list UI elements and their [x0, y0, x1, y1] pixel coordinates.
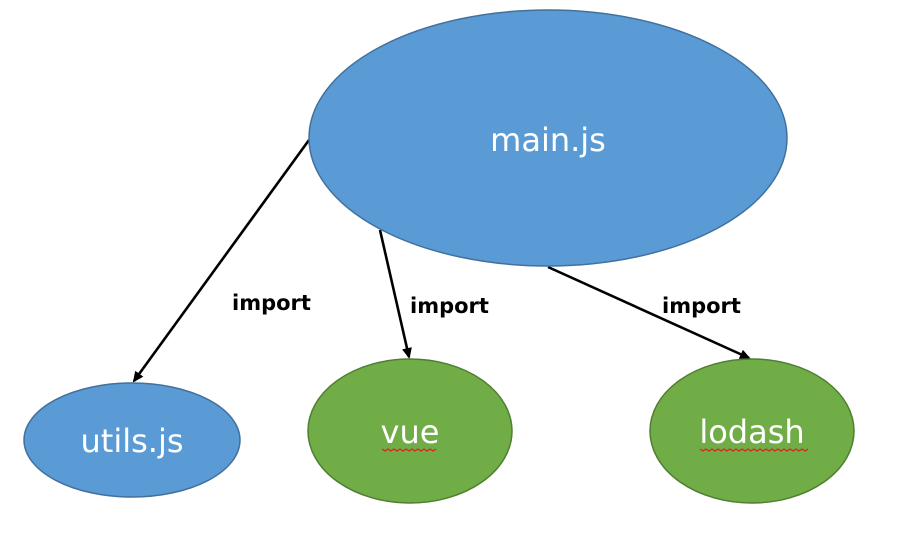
- node-main-js-shape: [308, 9, 788, 267]
- node-vue: vue: [307, 358, 513, 504]
- node-vue-shape: [307, 358, 513, 504]
- edge-main-to-utils: import: [132, 139, 311, 383]
- arrow-main-to-utils: [132, 139, 311, 383]
- node-utils-js: utils.js: [23, 382, 241, 498]
- edge-label-vue: import: [410, 294, 489, 318]
- edge-label-lodash: import: [662, 294, 741, 318]
- node-vue-label: vue: [381, 413, 440, 451]
- node-lodash-label: lodash: [699, 413, 804, 451]
- node-lodash: lodash: [649, 358, 855, 504]
- arrow-main-to-lodash: [547, 265, 751, 360]
- node-utils-js-shape: [23, 382, 241, 498]
- node-main-js: main.js: [308, 9, 788, 267]
- node-utils-js-label: utils.js: [80, 422, 183, 460]
- spellcheck-underline: [381, 448, 437, 452]
- arrow-main-to-vue: [378, 229, 412, 359]
- node-main-js-label: main.js: [490, 121, 606, 159]
- node-lodash-shape: [649, 358, 855, 504]
- edge-label-utils: import: [232, 291, 311, 315]
- spellcheck-underline: [699, 448, 809, 452]
- edge-main-to-lodash: import: [547, 265, 751, 360]
- edge-main-to-vue: import: [378, 229, 489, 359]
